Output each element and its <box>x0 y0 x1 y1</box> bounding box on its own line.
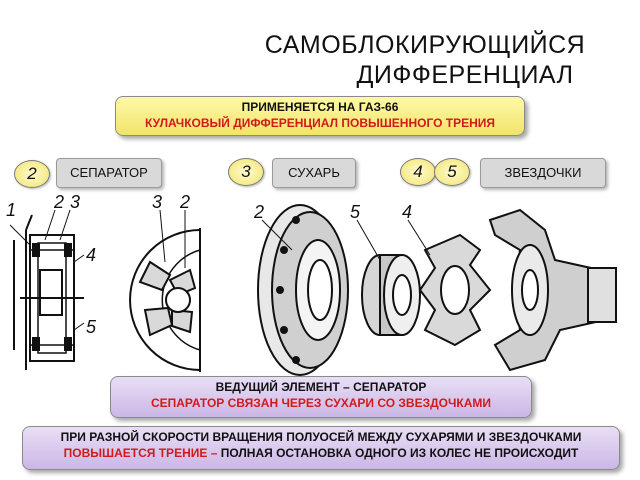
page-title-line2: ДИФФЕРЕНЦИАЛ <box>356 61 574 89</box>
separator-connection-line: СЕПАРАТОР СВЯЗАН ЧЕРЕЗ СУХАРИ СО ЗВЕЗДОЧ… <box>150 396 492 410</box>
page-title-line1: САМОБЛОКИРУЮЩИЙСЯ <box>264 31 586 59</box>
cross-section-drawing <box>129 209 201 372</box>
part-label-block: СУХАРЬ <box>272 158 356 188</box>
exploded-number-2: 2 <box>254 202 265 222</box>
application-line: ПРИМЕНЯЕТСЯ НА ГАЗ-66 <box>241 100 399 114</box>
part-label-stars: ЗВЕЗДОЧКИ <box>480 158 606 188</box>
friction-info-box: ПРИ РАЗНОЙ СКОРОСТИ ВРАЩЕНИЯ ПОЛУОСЕЙ МЕ… <box>22 426 620 470</box>
schematic-drawing <box>9 209 85 370</box>
separator-disk-drawing <box>257 204 349 376</box>
differential-type-line: КУЛАЧКОВЫЙ ДИФФЕРЕНЦИАЛ ПОВЫШЕННОГО ТРЕН… <box>144 116 496 130</box>
scheme-number-1: 1 <box>6 200 17 220</box>
scheme-number-2: 2 <box>54 192 65 212</box>
part-badge-5: 5 <box>434 158 470 186</box>
friction-increase-text: ПОВЫШАЕТСЯ ТРЕНИЕ – <box>63 446 218 460</box>
exploded-number-4: 4 <box>402 202 413 222</box>
section-number-3: 3 <box>152 192 163 212</box>
section-number-2: 2 <box>180 192 191 212</box>
driving-element-line: ВЕДУЩИЙ ЭЛЕМЕНТ – СЕПАРАТОР <box>215 380 427 394</box>
exploded-number-5: 5 <box>350 202 361 222</box>
blocks-ring-drawing <box>356 219 421 336</box>
part-badge-2: 2 <box>14 160 50 188</box>
scheme-number-3: 3 <box>70 192 81 212</box>
part-label-separator: СЕПАРАТОР <box>56 158 162 188</box>
part-badge-4: 4 <box>400 158 436 186</box>
friction-condition-line: ПРИ РАЗНОЙ СКОРОСТИ ВРАЩЕНИЯ ПОЛУОСЕЙ МЕ… <box>60 430 582 444</box>
scheme-number-5: 5 <box>86 317 97 337</box>
wheel-stop-text: ПОЛНАЯ ОСТАНОВКА ОДНОГО ИЗ КОЛЕС НЕ ПРОИ… <box>217 446 579 460</box>
scheme-number-4: 4 <box>86 245 97 265</box>
part-badge-3: 3 <box>228 158 264 186</box>
star-cams-drawing <box>407 208 617 372</box>
application-info-box: ПРИМЕНЯЕТСЯ НА ГАЗ-66 КУЛАЧКОВЫЙ ДИФФЕРЕ… <box>115 96 525 136</box>
friction-result-line: ПОВЫШАЕТСЯ ТРЕНИЕ – ПОЛНАЯ ОСТАНОВКА ОДН… <box>23 445 619 461</box>
driving-element-box: ВЕДУЩИЙ ЭЛЕМЕНТ – СЕПАРАТОР СЕПАРАТОР СВ… <box>110 376 532 418</box>
